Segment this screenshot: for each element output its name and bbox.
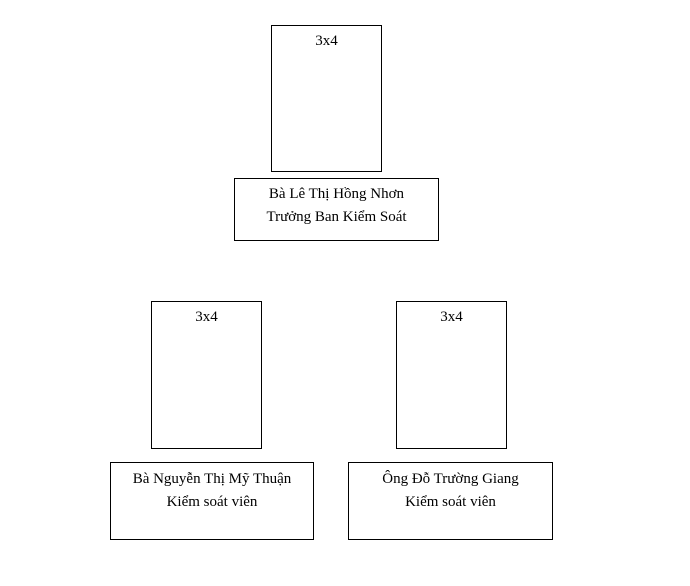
photo-placeholder-member-right: 3x4 xyxy=(396,301,507,449)
member-name: Bà Lê Thị Hồng Nhơn xyxy=(268,186,405,202)
member-title: Trưởng Ban Kiểm Soát xyxy=(266,209,407,225)
member-name: Bà Nguyễn Thị Mỹ Thuận xyxy=(132,471,292,487)
member-card-right: Ông Đỗ Trường Giang Kiểm soát viên xyxy=(348,462,553,540)
member-card-head: Bà Lê Thị Hồng Nhơn Trưởng Ban Kiểm Soát xyxy=(234,178,439,241)
member-card-left: Bà Nguyễn Thị Mỹ Thuận Kiểm soát viên xyxy=(110,462,314,540)
member-title: Kiểm soát viên xyxy=(405,494,496,510)
photo-size-label: 3x4 xyxy=(315,33,338,49)
photo-size-label: 3x4 xyxy=(440,309,463,325)
member-title: Kiểm soát viên xyxy=(166,494,258,510)
photo-placeholder-member-left: 3x4 xyxy=(151,301,262,449)
member-name: Ông Đỗ Trường Giang xyxy=(382,471,519,487)
photo-placeholder-head: 3x4 xyxy=(271,25,382,172)
photo-size-label: 3x4 xyxy=(195,309,218,325)
